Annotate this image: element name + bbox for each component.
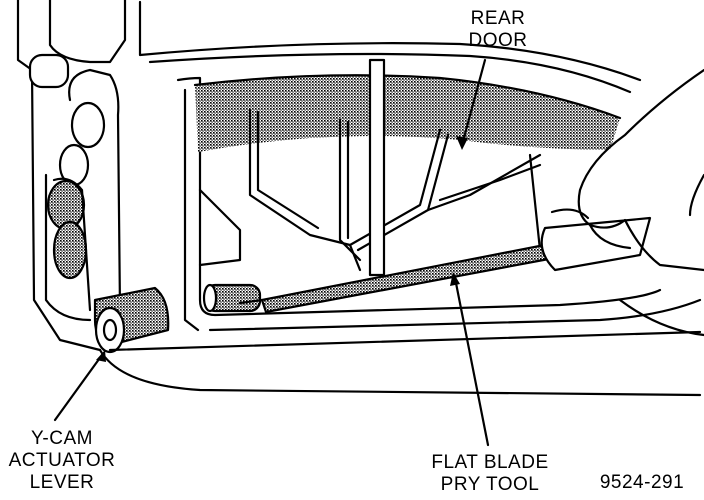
rear-door-shading xyxy=(195,75,620,152)
figure-number: 9524-291 xyxy=(599,472,685,493)
hand-outline xyxy=(577,68,704,272)
label-flat-blade-line2: PRY TOOL xyxy=(440,474,540,495)
housing-top-inner xyxy=(148,52,632,94)
pry-tool-leader xyxy=(453,276,490,447)
label-rear-door-line2: DOOR xyxy=(468,30,528,51)
housing-outline xyxy=(138,0,642,82)
pry-tool-blade xyxy=(260,240,567,314)
y-cam-leader xyxy=(53,353,104,422)
label-flat-blade-pry-tool: FLAT BLADE PRY TOOL xyxy=(420,452,560,496)
door-frame xyxy=(176,76,662,317)
housing-bottom xyxy=(98,348,702,397)
rear-door-leader xyxy=(460,58,487,147)
upper-boss xyxy=(28,53,70,89)
left-housing xyxy=(16,0,102,352)
door-shaft xyxy=(368,58,386,277)
label-y-cam-line2: ACTUATOR xyxy=(8,450,116,471)
pry-tool-handle xyxy=(540,216,652,272)
label-y-cam-actuator-lever: Y-CAM ACTUATOR LEVER xyxy=(6,428,118,494)
label-rear-door: REAR DOOR xyxy=(458,8,538,52)
label-y-cam-line1: Y-CAM xyxy=(31,428,93,449)
label-y-cam-line3: LEVER xyxy=(29,472,95,493)
label-rear-door-line1: REAR xyxy=(470,8,526,29)
label-flat-blade-line1: FLAT BLADE xyxy=(431,452,549,473)
